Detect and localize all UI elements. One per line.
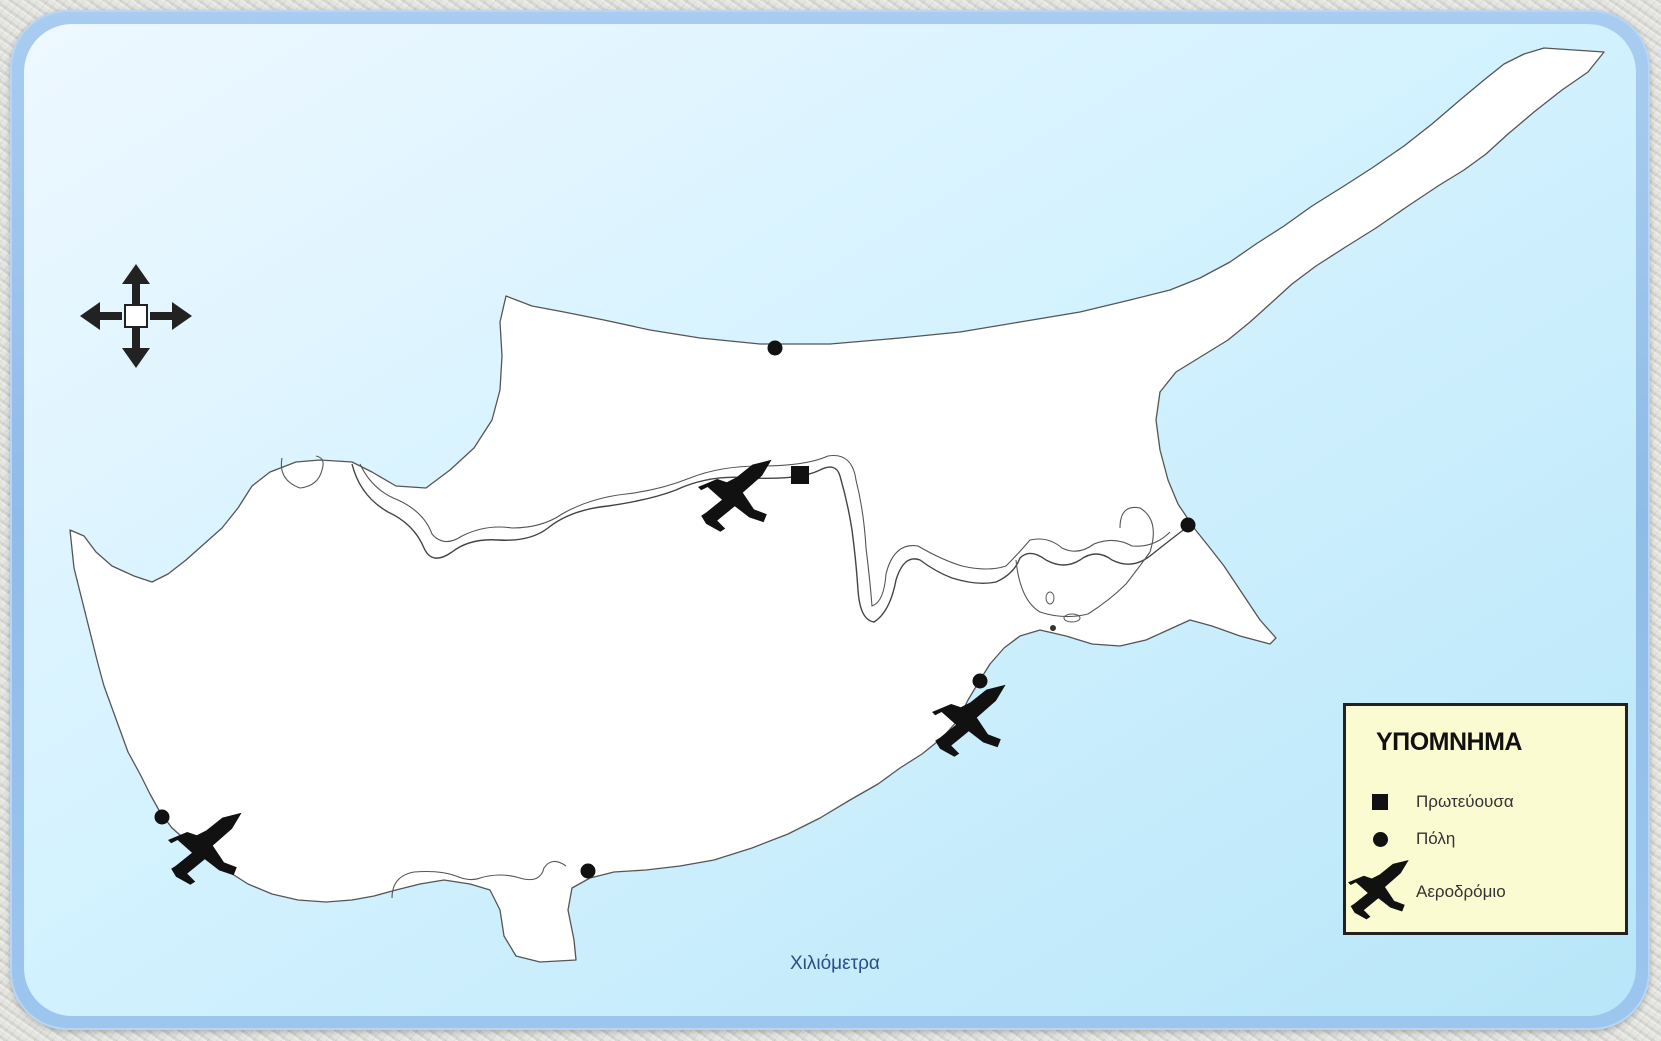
city-marker[interactable]: [767, 340, 783, 356]
dhekelia-contour: [1015, 506, 1154, 618]
division-line-inner: [359, 454, 1171, 607]
city-marker[interactable]: [580, 863, 596, 879]
city-marker[interactable]: [1180, 517, 1196, 533]
legend-label: Αεροδρόμιο: [1416, 882, 1506, 901]
city-marker[interactable]: [972, 673, 988, 689]
airplane-icon: [1348, 859, 1409, 920]
island-cyprus: [69, 47, 1605, 963]
lake-small: [1045, 591, 1055, 605]
lake: [1063, 613, 1081, 623]
akrotiri-contour: [391, 860, 567, 899]
dot-marker: [1373, 832, 1388, 847]
scale-label: Χιλιόμετρα: [790, 953, 880, 974]
division-line: [351, 463, 1187, 623]
legend-title: ΥΠΟΜΝΗΜΑ: [1376, 728, 1523, 756]
city-marker[interactable]: [154, 809, 170, 825]
move-arrows-icon[interactable]: [80, 264, 192, 368]
legend-label: Πρωτεύουσα: [1416, 792, 1514, 811]
bay-contour: [280, 455, 324, 489]
port-dot: [1050, 625, 1056, 631]
square-marker: [1372, 794, 1388, 810]
capital-marker[interactable]: [791, 466, 809, 484]
legend-label: Πόλη: [1416, 829, 1456, 848]
legend: ΥΠΟΜΝΗΜΑ Πρωτεύουσα Πόλη Αεροδρόμιο: [1343, 703, 1628, 935]
